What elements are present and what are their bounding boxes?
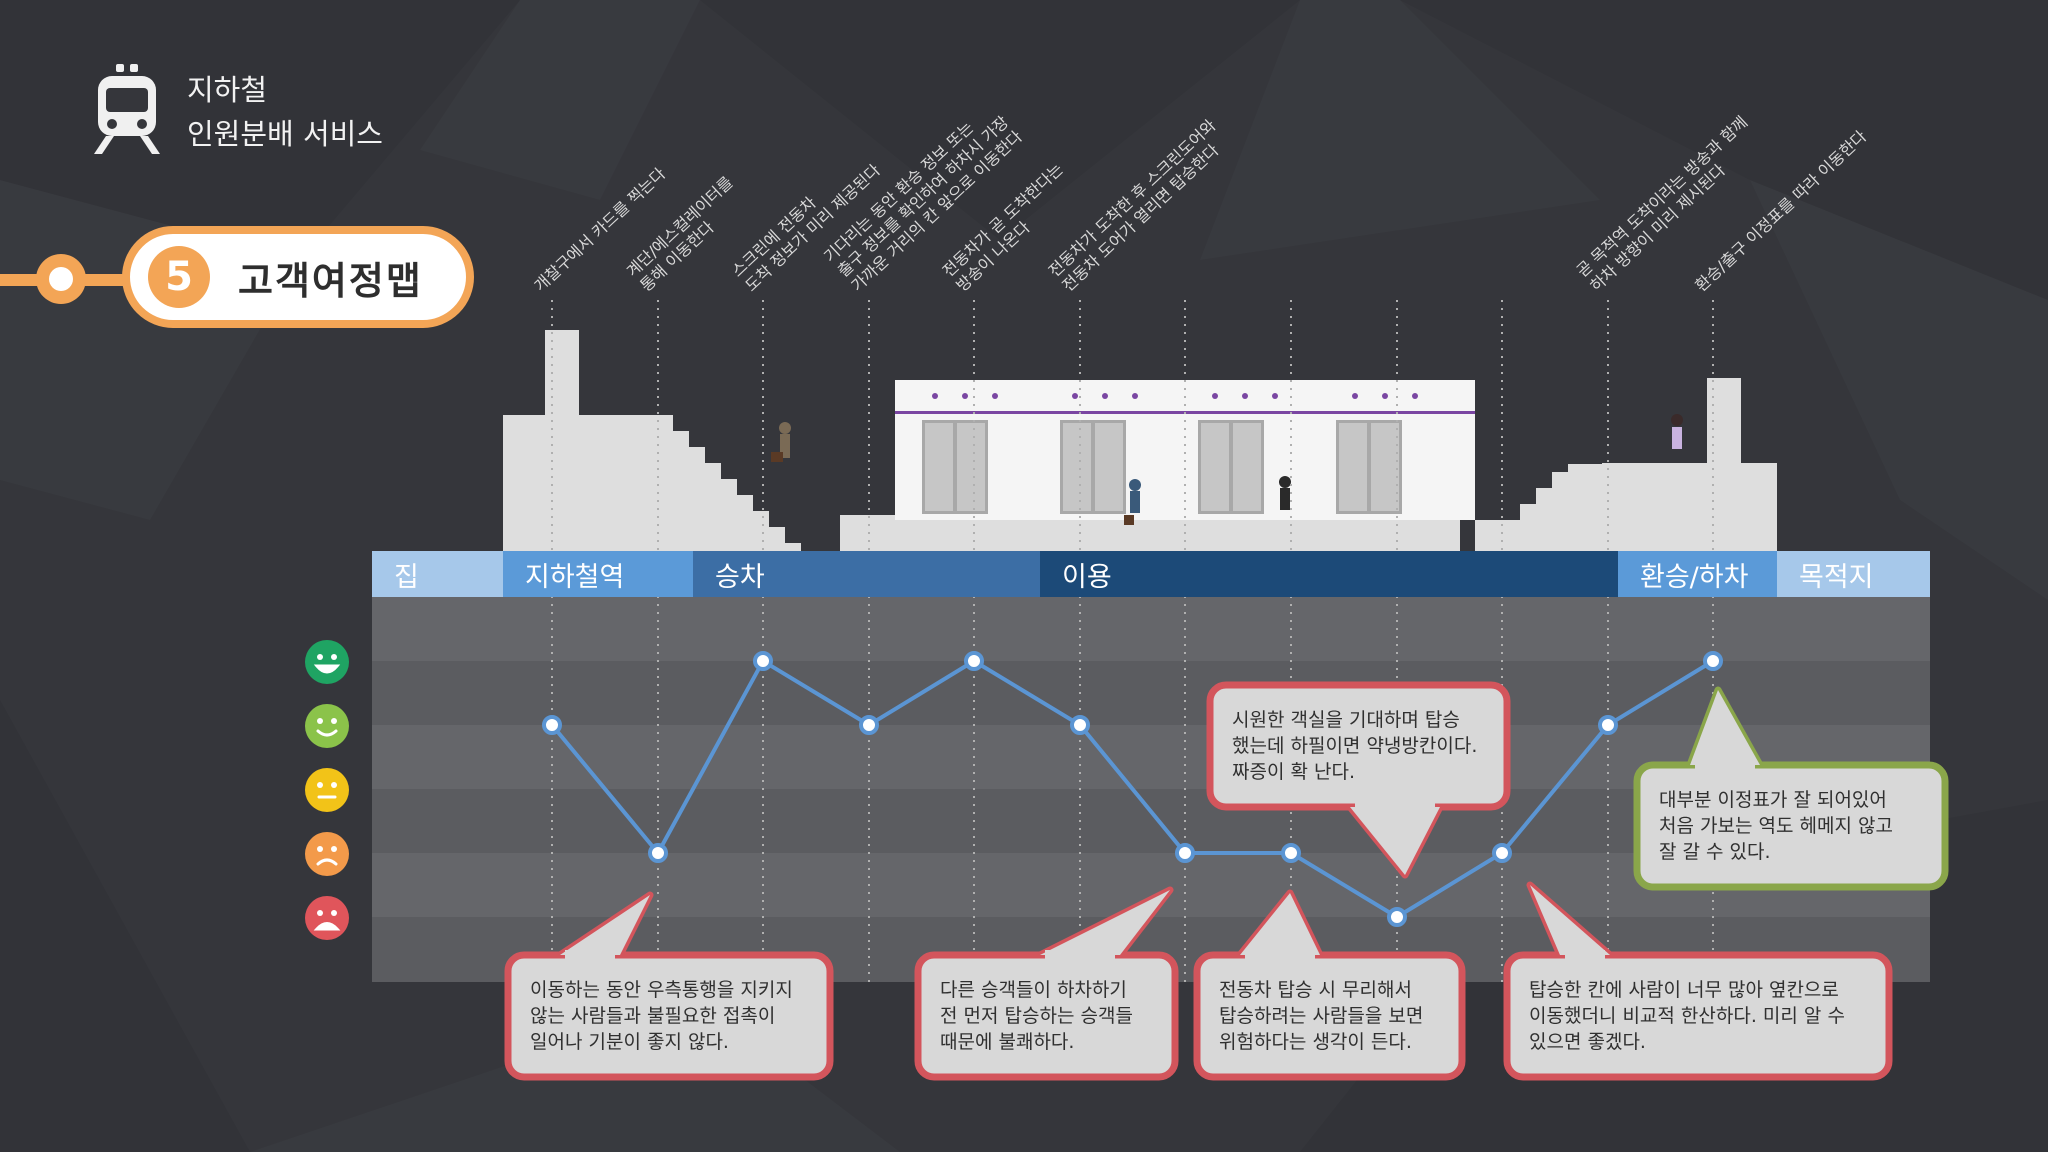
emotion-point bbox=[1387, 907, 1407, 927]
step-title-pill: 5 고객여정맵 bbox=[122, 226, 474, 328]
comment-text-line: 전 먼저 탑승하는 승객들 bbox=[940, 1005, 1133, 1027]
emotion-curve bbox=[550, 658, 1715, 920]
comment-text-line: 이동했더니 비교적 한산하다. 미리 알 수 bbox=[1529, 1005, 1845, 1027]
emotion-point bbox=[648, 843, 668, 863]
step-title: 고객여정맵 bbox=[238, 258, 423, 303]
very-sad-face-icon bbox=[305, 896, 349, 940]
stage-4: 이용 bbox=[1040, 551, 1618, 597]
comment-text-line: 않는 사람들과 불필요한 접촉이 bbox=[530, 1005, 776, 1027]
stage-1: 집 bbox=[372, 551, 503, 597]
subway-train-icon bbox=[94, 64, 160, 154]
brand-title-line1: 지하철 bbox=[187, 73, 268, 107]
comment-bubble-4 bbox=[1206, 681, 1511, 879]
comment-text-line: 했는데 하필이면 약냉방칸이다. bbox=[1232, 735, 1478, 757]
emotion-point bbox=[859, 715, 879, 735]
comment-text-line: 탑승한 칸에 사람이 너무 많아 옆칸으로 bbox=[1529, 979, 1839, 1001]
comment-bubble-3 bbox=[1193, 889, 1466, 1081]
stage-2: 지하철역 bbox=[503, 551, 693, 597]
stage-label: 승차 bbox=[715, 561, 765, 593]
stage-6: 목적지 bbox=[1777, 551, 1930, 597]
comment-bubble-5 bbox=[1503, 881, 1893, 1081]
emotion-point bbox=[542, 715, 562, 735]
comment-text-line: 짜증이 확 난다. bbox=[1232, 761, 1355, 783]
neutral-face-icon bbox=[305, 768, 349, 812]
comment-text-line: 잘 갈 수 있다. bbox=[1659, 841, 1771, 863]
comment-text-line: 이동하는 동안 우측통행을 지키지 bbox=[530, 979, 793, 1001]
comment-bubble-2 bbox=[914, 886, 1179, 1081]
comment-text-line: 때문에 불쾌하다. bbox=[940, 1031, 1075, 1053]
emotion-point bbox=[964, 651, 984, 671]
stage-label: 집 bbox=[394, 561, 419, 593]
brand-title-line2: 인원분배 서비스 bbox=[187, 117, 383, 151]
comment-text-line: 시원한 객실을 기대하며 탑승 bbox=[1232, 709, 1460, 731]
emotion-point bbox=[1281, 843, 1301, 863]
emotion-point bbox=[753, 651, 773, 671]
comment-bubble-6 bbox=[1633, 686, 1949, 891]
step-connector-dot bbox=[36, 254, 86, 304]
comment-text-line: 위험하다는 생각이 든다. bbox=[1219, 1031, 1412, 1053]
stage-label: 환승/하차 bbox=[1640, 561, 1749, 593]
comment-text-line: 대부분 이정표가 잘 되어있어 bbox=[1659, 789, 1887, 811]
emotion-point bbox=[1703, 651, 1723, 671]
stage-3: 승차 bbox=[693, 551, 1040, 597]
comment-text-line: 다른 승객들이 하차하기 bbox=[940, 979, 1127, 1001]
comment-text-line: 전동차 탑승 시 무리해서 bbox=[1219, 979, 1412, 1001]
passenger-figures bbox=[771, 414, 1683, 525]
emotion-point bbox=[1070, 715, 1090, 735]
brand-title: 지하철 인원분배 서비스 bbox=[187, 68, 383, 156]
comment-text-line: 일어나 기분이 좋지 않다. bbox=[530, 1031, 729, 1053]
emotion-point bbox=[1492, 843, 1512, 863]
stage-label: 목적지 bbox=[1799, 561, 1874, 593]
train-window-glass bbox=[925, 423, 1399, 511]
emotion-point bbox=[1598, 715, 1618, 735]
comment-text-line: 탑승하려는 사람들을 보면 bbox=[1219, 1005, 1424, 1027]
sad-face-icon bbox=[305, 832, 349, 876]
stage-label: 이용 bbox=[1062, 561, 1112, 593]
comment-text-line: 처음 가보는 역도 헤메지 않고 bbox=[1659, 815, 1893, 837]
emotion-point bbox=[1175, 843, 1195, 863]
stage-label: 지하철역 bbox=[525, 561, 625, 593]
stage-5: 환승/하차 bbox=[1618, 551, 1777, 597]
very-happy-face-icon bbox=[305, 640, 349, 684]
comment-text-line: 있으면 좋겠다. bbox=[1529, 1031, 1646, 1053]
step-number: 5 bbox=[148, 246, 210, 308]
happy-face-icon bbox=[305, 704, 349, 748]
comment-bubble-1 bbox=[504, 891, 834, 1081]
train-signage bbox=[932, 393, 1418, 399]
